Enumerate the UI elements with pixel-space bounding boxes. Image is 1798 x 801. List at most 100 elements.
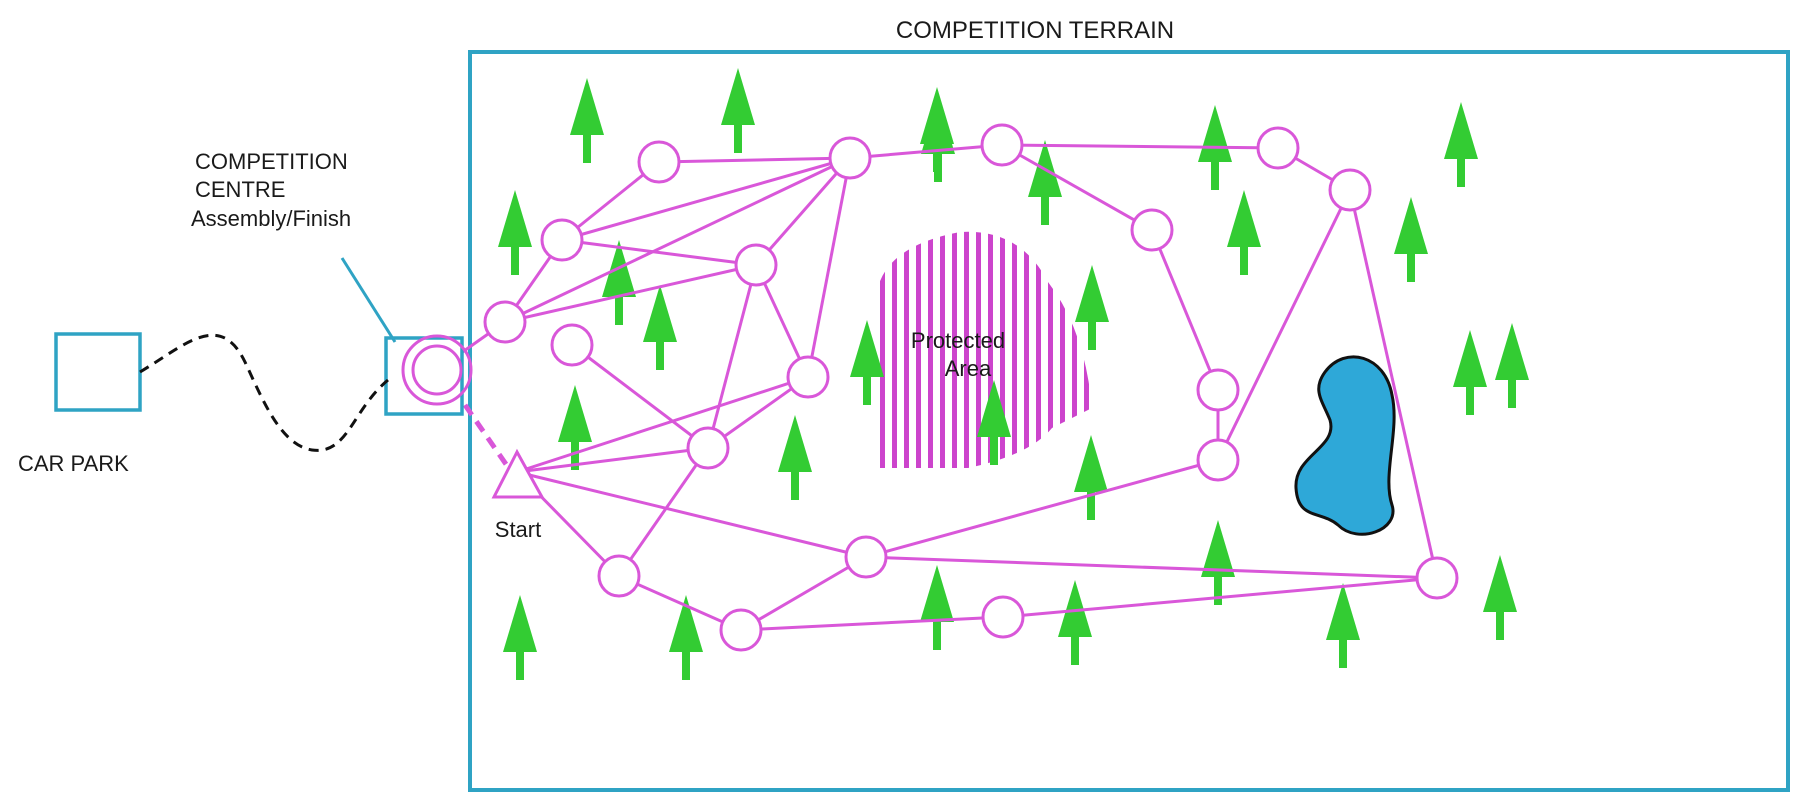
control-point bbox=[1196, 368, 1240, 412]
protected-stripe bbox=[916, 231, 921, 468]
tree-icon bbox=[1058, 580, 1092, 665]
route-segment bbox=[754, 157, 852, 266]
protected-stripe bbox=[964, 231, 969, 468]
control-point bbox=[719, 608, 763, 652]
lake bbox=[1294, 355, 1396, 536]
protected-stripe bbox=[892, 231, 897, 468]
protected-area-label-1: Protected bbox=[911, 328, 1005, 353]
start-connector bbox=[462, 403, 513, 472]
centre-pointer-line bbox=[340, 257, 397, 343]
tree-icon bbox=[1483, 555, 1517, 640]
tree-icon bbox=[558, 385, 592, 470]
route-segment bbox=[516, 375, 809, 474]
tree-icon bbox=[1075, 265, 1109, 350]
tree-icon bbox=[503, 595, 537, 680]
route-segment bbox=[516, 446, 709, 474]
tree-icon bbox=[570, 78, 604, 163]
centre-label-1: COMPETITION bbox=[195, 149, 348, 174]
route-segment bbox=[1216, 189, 1352, 461]
protected-stripe bbox=[1000, 231, 1005, 468]
tree-icon bbox=[1227, 190, 1261, 275]
start-triangle bbox=[491, 448, 545, 499]
protected-stripe bbox=[952, 231, 957, 468]
control-point bbox=[637, 140, 681, 184]
tree-icon bbox=[498, 190, 532, 275]
tree-icon bbox=[850, 320, 884, 405]
centre-label-3: Assembly/Finish bbox=[191, 206, 351, 231]
protected-stripe bbox=[880, 231, 885, 468]
control-point bbox=[1196, 438, 1240, 482]
tree-icon bbox=[778, 415, 812, 500]
control-point bbox=[1328, 168, 1372, 212]
finish-ring bbox=[411, 344, 463, 396]
tree-icon bbox=[643, 285, 677, 370]
tree-icon bbox=[1495, 323, 1529, 408]
tree-icon bbox=[1074, 435, 1108, 520]
route-segment bbox=[561, 238, 757, 267]
control-points bbox=[483, 123, 1459, 652]
centre-label-2: CENTRE bbox=[195, 177, 285, 202]
route-segment bbox=[561, 156, 851, 242]
terrain-boundary bbox=[468, 50, 1790, 792]
route-segment bbox=[740, 555, 867, 632]
tree-icon bbox=[1326, 583, 1360, 668]
control-point bbox=[1256, 126, 1300, 170]
footpath bbox=[139, 333, 389, 452]
route-segment bbox=[1001, 143, 1153, 232]
car-park-label: CAR PARK bbox=[18, 451, 129, 476]
protected-stripe bbox=[1060, 231, 1065, 468]
route-segment bbox=[849, 143, 1003, 160]
tree-icon bbox=[1394, 197, 1428, 282]
protected-stripe bbox=[1072, 231, 1077, 468]
control-point bbox=[844, 535, 888, 579]
control-point bbox=[734, 243, 778, 287]
route-segment bbox=[865, 458, 1219, 559]
route-segment bbox=[865, 555, 1438, 580]
protected-stripe bbox=[988, 231, 993, 468]
control-point bbox=[1130, 208, 1174, 252]
route-segment bbox=[806, 157, 852, 378]
tree-icon bbox=[1028, 140, 1062, 225]
route-segment bbox=[1002, 576, 1438, 619]
route-segment bbox=[504, 263, 757, 324]
control-point bbox=[981, 595, 1025, 639]
trees bbox=[498, 68, 1529, 680]
tree-icon bbox=[669, 595, 703, 680]
route-segment bbox=[658, 156, 851, 164]
control-point bbox=[1415, 556, 1459, 600]
control-point bbox=[686, 426, 730, 470]
control-point bbox=[980, 123, 1024, 167]
protected-stripe bbox=[904, 231, 909, 468]
route-segment bbox=[1150, 229, 1220, 391]
start-label: Start bbox=[495, 517, 541, 542]
control-point bbox=[550, 323, 594, 367]
route-segment bbox=[706, 264, 758, 449]
tree-icon bbox=[1453, 330, 1487, 415]
route-network bbox=[436, 143, 1439, 632]
control-point bbox=[540, 218, 584, 262]
tree-icon bbox=[1201, 520, 1235, 605]
control-point bbox=[597, 554, 641, 598]
protected-stripe bbox=[1036, 231, 1041, 468]
protected-stripe bbox=[1012, 231, 1017, 468]
protected-stripe bbox=[928, 231, 933, 468]
finish-ring bbox=[401, 334, 473, 406]
route-segment bbox=[617, 447, 710, 577]
control-point bbox=[828, 136, 872, 180]
route-segment bbox=[571, 343, 709, 450]
protected-stripe bbox=[940, 231, 945, 468]
tree-icon bbox=[920, 565, 954, 650]
route-segment bbox=[516, 470, 867, 559]
tree-icon bbox=[1444, 102, 1478, 187]
route-segment bbox=[504, 156, 851, 324]
tree-icon bbox=[602, 240, 636, 325]
control-point bbox=[483, 300, 527, 344]
route-segment bbox=[740, 615, 1004, 632]
control-point bbox=[786, 355, 830, 399]
car-park-box bbox=[54, 332, 142, 412]
protected-stripe bbox=[976, 231, 981, 468]
route-segment bbox=[618, 574, 742, 632]
protected-stripe bbox=[1024, 231, 1029, 468]
route-segment bbox=[1001, 143, 1279, 150]
